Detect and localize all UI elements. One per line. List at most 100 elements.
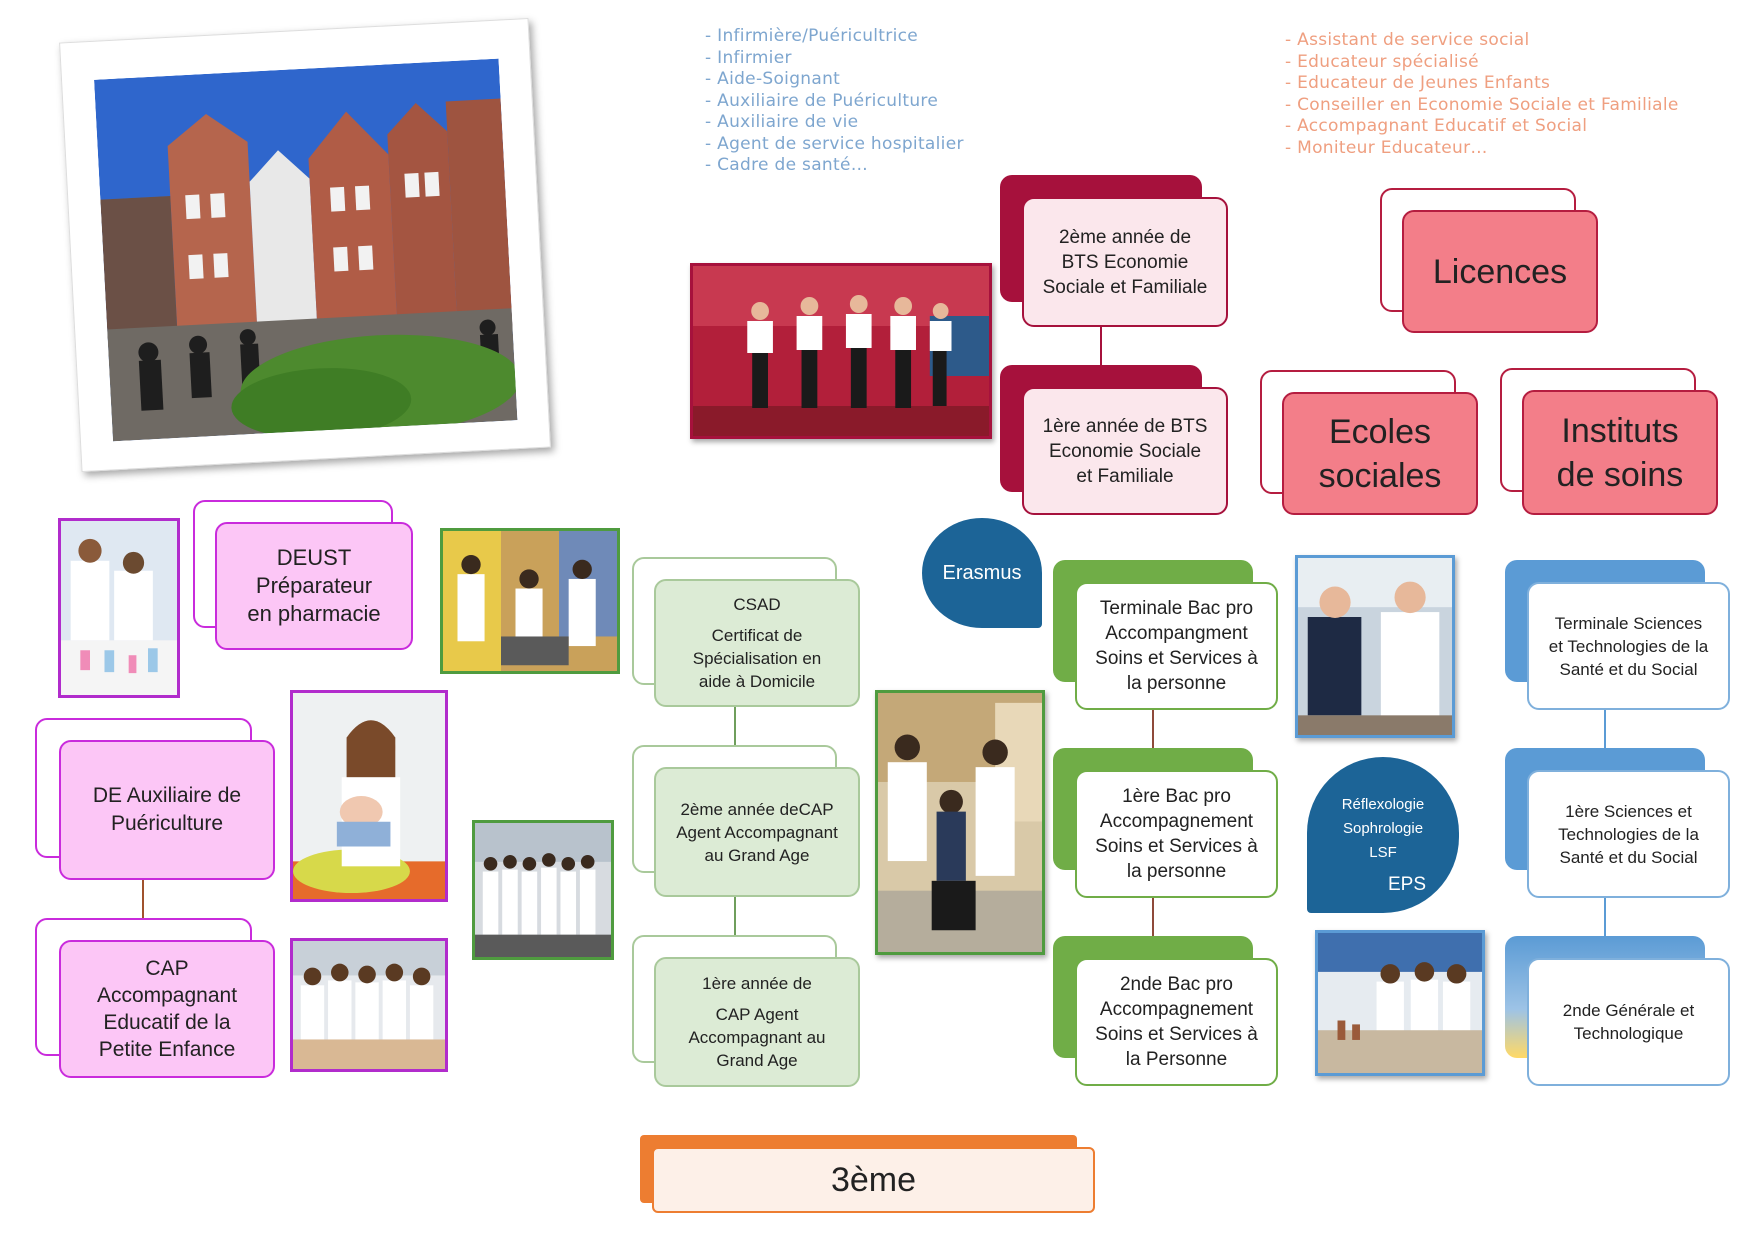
connector-bacpro-2: [1152, 898, 1154, 938]
connector-green-1: [734, 705, 736, 745]
st2s-premiere-line: 1ère Sciences et: [1565, 801, 1692, 821]
bts-year2-box: 2ème année de BTS Economie Sociale et Fa…: [1000, 175, 1228, 327]
st2s-terminale-line: et Technologies de la: [1548, 636, 1709, 656]
de-aux-line: Puériculture: [110, 812, 224, 835]
cap-aepe-class-photo: [290, 938, 448, 1072]
deust-line: DEUST: [276, 545, 352, 570]
cap-year2-line: au Grand Age: [704, 845, 810, 865]
st2s-premiere-box: 1ère Sciences et Technologies de la Sant…: [1505, 748, 1730, 898]
connector-bacpro-1: [1152, 710, 1154, 750]
bacpro-seconde-line: Soins et Services à: [1095, 1024, 1258, 1045]
baby-care-photo: [290, 690, 448, 902]
deust-line: en pharmacie: [247, 601, 381, 626]
csad-line: Spécialisation en: [692, 649, 822, 668]
bacpro-seconde-line: Accompagnement: [1099, 999, 1254, 1020]
cap-year2-line: 2ème année deCAP: [680, 799, 834, 819]
bts-year2-line: BTS Economie: [1061, 251, 1189, 273]
health-jobs-list: - Infirmière/Puéricultrice - Infirmier -…: [705, 26, 964, 177]
bacpro-premiere-line: 1ère Bac pro: [1122, 786, 1231, 807]
option-item: LSF: [1369, 844, 1397, 861]
seconde-gt-box: 2nde Générale et Technologique: [1505, 936, 1730, 1086]
bts-dance-photo: [690, 263, 992, 439]
ecoles-label: sociales: [1318, 456, 1442, 495]
cap-year2-line: Agent Accompagnant: [676, 822, 838, 842]
school-building-photo: [94, 58, 518, 442]
bacpro-terminale-line: Soins et Services à: [1095, 648, 1258, 669]
seconde-gt-line: Technologique: [1573, 1024, 1684, 1043]
deust-box: DEUST Préparateur en pharmacie: [193, 500, 413, 650]
bacpro-seconde-box: 2nde Bac pro Accompagnement Soins et Ser…: [1053, 936, 1278, 1086]
polaroid-frame: [59, 17, 551, 473]
st2s-premiere-line: Santé et du Social: [1559, 847, 1698, 867]
connector-pink: [142, 879, 144, 919]
cap-year1-title: 1ère année de: [702, 974, 812, 993]
bacpro-terminale-line: la personne: [1126, 673, 1227, 694]
bacpro-premiere-box: 1ère Bac pro Accompagnement Soins et Ser…: [1053, 748, 1278, 898]
lab-experiment-photo: [1315, 930, 1485, 1076]
bts-year1-line: Economie Sociale: [1048, 440, 1202, 462]
care-training-photo: [440, 528, 620, 674]
csad-title: CSAD: [733, 595, 781, 614]
social-job: - Assistant de service social: [1285, 30, 1530, 50]
option-item: Sophrologie: [1342, 820, 1424, 837]
connector-st2s-1: [1604, 710, 1606, 750]
cap-aepe-line: Educatif de la: [103, 1011, 231, 1034]
csad-box: CSAD Certificat de Spécialisation en aid…: [632, 557, 860, 707]
connector-green-2: [734, 895, 736, 935]
st2s-terminale-line: Terminale Sciences: [1554, 613, 1703, 633]
st2s-terminale-line: Santé et du Social: [1559, 659, 1698, 679]
bts-year1-line: et Familiale: [1076, 465, 1174, 487]
social-job: - Conseiller en Economie Sociale et Fami…: [1285, 94, 1679, 115]
social-job: - Moniteur Educateur…: [1285, 137, 1488, 158]
instituts-label: de soins: [1556, 455, 1684, 494]
bacpro-terminale-line: Terminale Bac pro: [1099, 598, 1254, 619]
csad-line: Certificat de: [711, 626, 803, 645]
bts-year2-line: 2ème année de: [1058, 226, 1192, 248]
deust-line: Préparateur: [255, 573, 373, 598]
bts-year1-line: 1ère année de BTS: [1042, 415, 1208, 437]
health-job: - Auxiliaire de vie: [705, 112, 859, 132]
cap-aepe-line: Petite Enfance: [98, 1038, 236, 1061]
health-job: - Infirmière/Puéricultrice: [705, 26, 918, 46]
de-aux-line: DE Auxiliaire de: [92, 784, 242, 807]
st2s-terminale-box: Terminale Sciences et Technologies de la…: [1505, 560, 1730, 710]
instituts-de-soins-box: Instituts de soins: [1500, 368, 1718, 515]
social-job: - Educateur de Jeunes Enfants: [1285, 73, 1551, 93]
connector-bts: [1100, 325, 1102, 365]
bts-year1-box: 1ère année de BTS Economie Sociale et Fa…: [1000, 365, 1228, 515]
bacpro-practice-photo: [875, 690, 1045, 955]
ecoles-sociales-box: Ecoles sociales: [1260, 370, 1478, 515]
cap-year1-line: CAP Agent: [715, 1005, 799, 1024]
st2s-students-photo: [1295, 555, 1455, 738]
cap-aepe-box: CAP Accompagnant Educatif de la Petite E…: [35, 918, 275, 1078]
bts-year2-line: Sociale et Familiale: [1042, 276, 1208, 298]
option-item: Réflexologie: [1341, 796, 1425, 813]
bacpro-seconde-line: 2nde Bac pro: [1119, 974, 1233, 995]
erasmus-label: Erasmus: [942, 562, 1022, 584]
options-bubble: Réflexologie Sophrologie LSF EPS: [1307, 757, 1459, 913]
health-job: - Auxiliaire de Puériculture: [705, 90, 939, 111]
option-eps: EPS: [1387, 874, 1427, 895]
connector-st2s-2: [1604, 898, 1606, 938]
cap-year1-line: Accompagnant au: [688, 1028, 826, 1047]
health-job: - Agent de service hospitalier: [705, 133, 964, 154]
de-auxiliaire-box: DE Auxiliaire de Puériculture: [35, 718, 275, 880]
social-jobs-list: - Assistant de service social - Educateu…: [1285, 30, 1679, 159]
social-job: - Accompagnant Educatif et Social: [1285, 116, 1588, 136]
troisieme-box: 3ème: [640, 1135, 1095, 1213]
csad-line: aide à Domicile: [698, 672, 816, 691]
st2s-premiere-line: Technologies de la: [1558, 824, 1699, 844]
cap-year2-box: 2ème année deCAP Agent Accompagnant au G…: [632, 745, 860, 897]
pharmacy-lab-photo: [58, 518, 180, 698]
erasmus-bubble: Erasmus: [922, 518, 1042, 628]
bacpro-premiere-line: la personne: [1126, 861, 1227, 882]
bacpro-terminale-box: Terminale Bac pro Accompangment Soins et…: [1053, 560, 1278, 710]
health-job: - Cadre de santé…: [705, 155, 869, 175]
troisieme-label: 3ème: [830, 1160, 917, 1199]
group-white-coats-photo: [472, 820, 614, 960]
bacpro-seconde-line: la Personne: [1125, 1049, 1228, 1070]
ecoles-label: Ecoles: [1328, 412, 1432, 451]
bacpro-premiere-line: Accompagnement: [1099, 811, 1254, 832]
licences-box: Licences: [1380, 188, 1598, 333]
cap-aepe-line: CAP: [145, 957, 189, 980]
